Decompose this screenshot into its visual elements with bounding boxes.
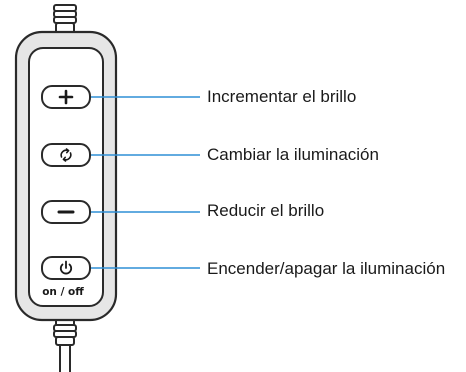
plus-button[interactable]	[41, 85, 91, 109]
minus-button[interactable]	[41, 200, 91, 224]
label-power-toggle: Encender/apagar la iluminación	[207, 259, 446, 278]
power-caption: on / off	[42, 286, 84, 298]
power-button[interactable]	[41, 256, 91, 280]
remote-body-inner	[28, 47, 104, 307]
bottom-cable	[53, 315, 77, 372]
power-icon	[59, 260, 73, 275]
cycle-arrows-icon	[60, 148, 72, 162]
top-cable-connector	[53, 4, 77, 34]
plus-icon	[58, 89, 74, 105]
label-increase-brightness: Incrementar el brillo	[207, 87, 357, 106]
leader-lines	[90, 96, 200, 269]
label-decrease-brightness: Reducir el brillo	[207, 201, 325, 220]
label-change-lighting: Cambiar la iluminación	[207, 145, 379, 164]
cycle-button[interactable]	[41, 143, 91, 167]
